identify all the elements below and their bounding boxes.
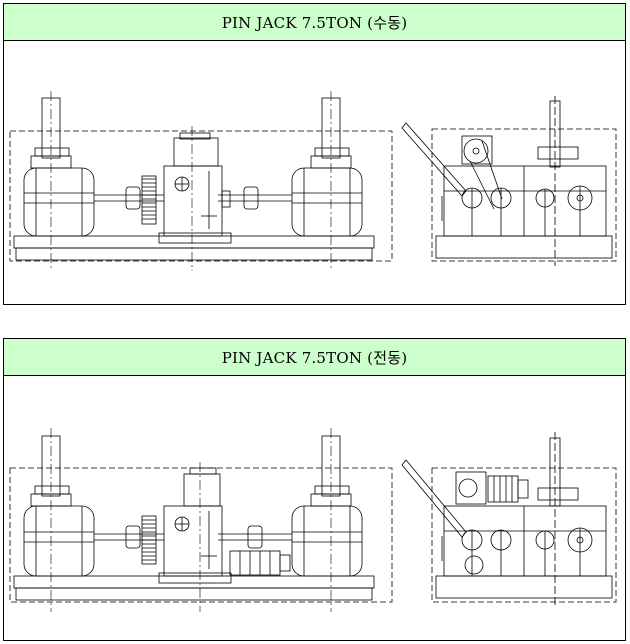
drawing-electric-svg [9, 428, 617, 612]
panel-title-manual: PIN JACK 7.5TON (수동) [4, 4, 625, 41]
panel-title-electric: PIN JACK 7.5TON (전동) [4, 339, 625, 376]
drawing-manual-svg [9, 91, 617, 271]
drawing-manual [4, 41, 625, 304]
drawing-electric [4, 376, 625, 640]
panel-electric: PIN JACK 7.5TON (전동) [3, 338, 626, 641]
panel-manual: PIN JACK 7.5TON (수동) [3, 3, 626, 305]
